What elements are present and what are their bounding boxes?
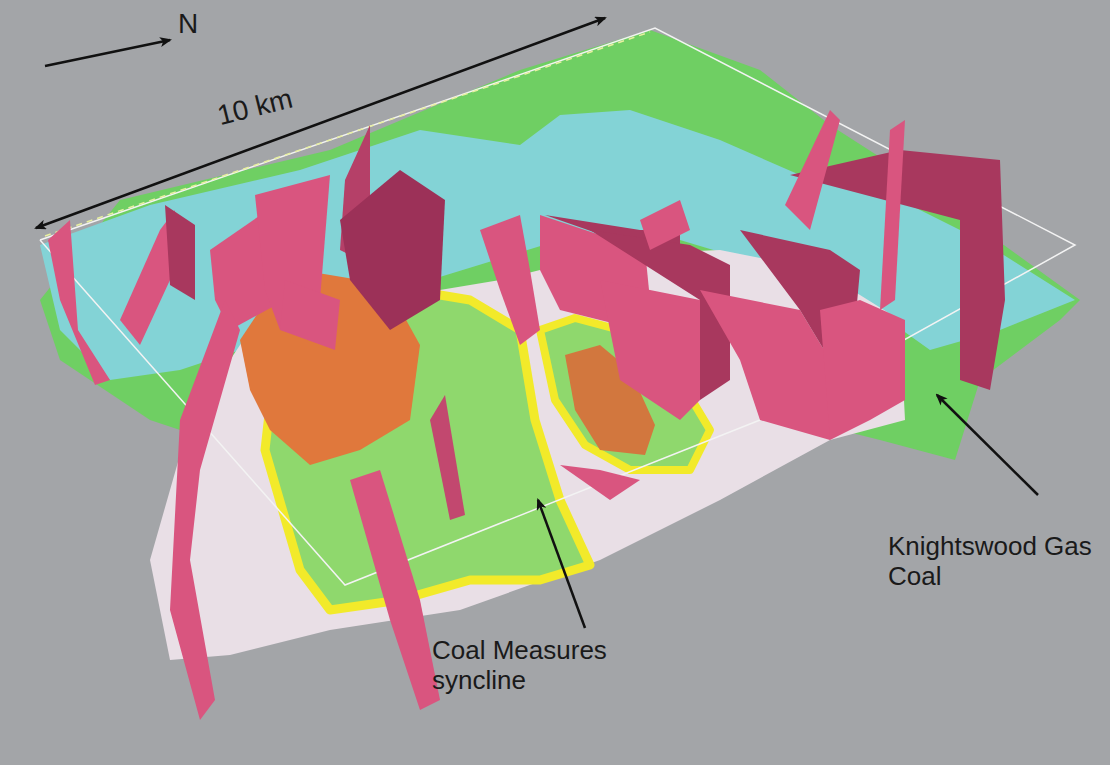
scale-arrow bbox=[36, 18, 605, 228]
leader-arrow bbox=[538, 500, 585, 628]
feature-label: Coal Measures syncline bbox=[432, 636, 627, 696]
leader-arrow bbox=[937, 395, 1038, 495]
model-frame bbox=[40, 28, 1075, 420]
feature-label: Knightswood Gas Coal bbox=[888, 532, 1102, 592]
north-arrow bbox=[45, 40, 170, 66]
north-label: N bbox=[178, 8, 198, 40]
scale-label: 10 km bbox=[214, 83, 296, 133]
fault-planes bbox=[48, 110, 1005, 720]
